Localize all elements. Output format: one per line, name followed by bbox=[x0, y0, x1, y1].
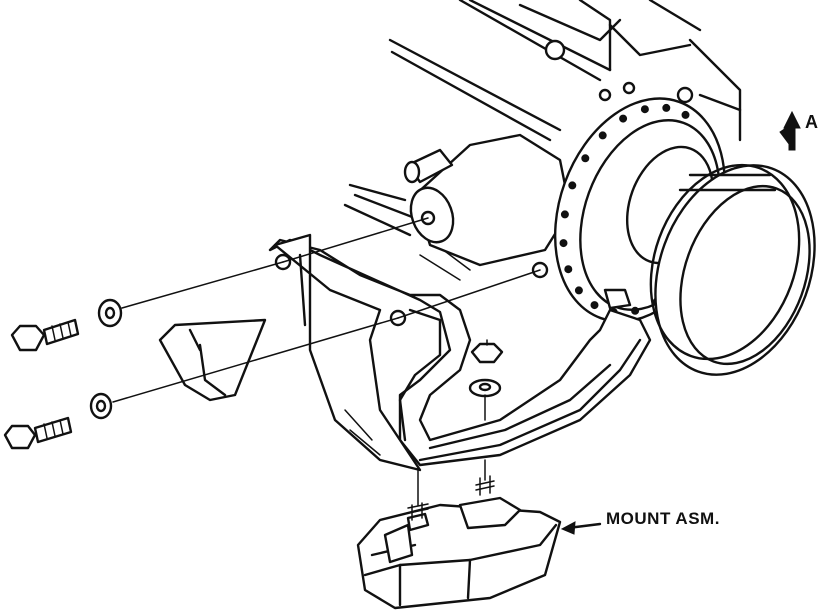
flywheel-hole bbox=[681, 110, 690, 119]
mount-label-arrow bbox=[560, 521, 602, 535]
upper-bolt bbox=[10, 298, 123, 352]
flywheel-hole bbox=[631, 306, 640, 315]
flywheel-hole bbox=[560, 210, 569, 219]
lower-bolt bbox=[3, 392, 113, 450]
flywheel-hole bbox=[581, 154, 590, 163]
flywheel-hole bbox=[574, 286, 583, 295]
crank-pulley bbox=[649, 163, 816, 376]
mount-bracket bbox=[268, 233, 652, 472]
mount-assembly bbox=[356, 475, 562, 610]
flywheel-hole bbox=[598, 131, 607, 140]
flywheel-hole bbox=[568, 181, 577, 190]
engine-block bbox=[343, 0, 742, 281]
flywheel-hole bbox=[640, 105, 649, 114]
pump-housing bbox=[403, 133, 572, 267]
alignment-lines bbox=[112, 217, 541, 506]
flywheel-hole bbox=[590, 301, 599, 310]
view-reference-label: A bbox=[805, 112, 818, 132]
flywheel-hole bbox=[564, 265, 573, 274]
frame-bracket bbox=[158, 318, 267, 402]
flywheel-hole bbox=[619, 114, 628, 123]
stud-nut bbox=[468, 339, 504, 398]
mount-assembly-label: MOUNT ASM. bbox=[606, 509, 720, 528]
flywheel-hole bbox=[662, 103, 671, 112]
flywheel-hole bbox=[559, 239, 568, 248]
view-a-arrow-icon bbox=[779, 110, 801, 151]
